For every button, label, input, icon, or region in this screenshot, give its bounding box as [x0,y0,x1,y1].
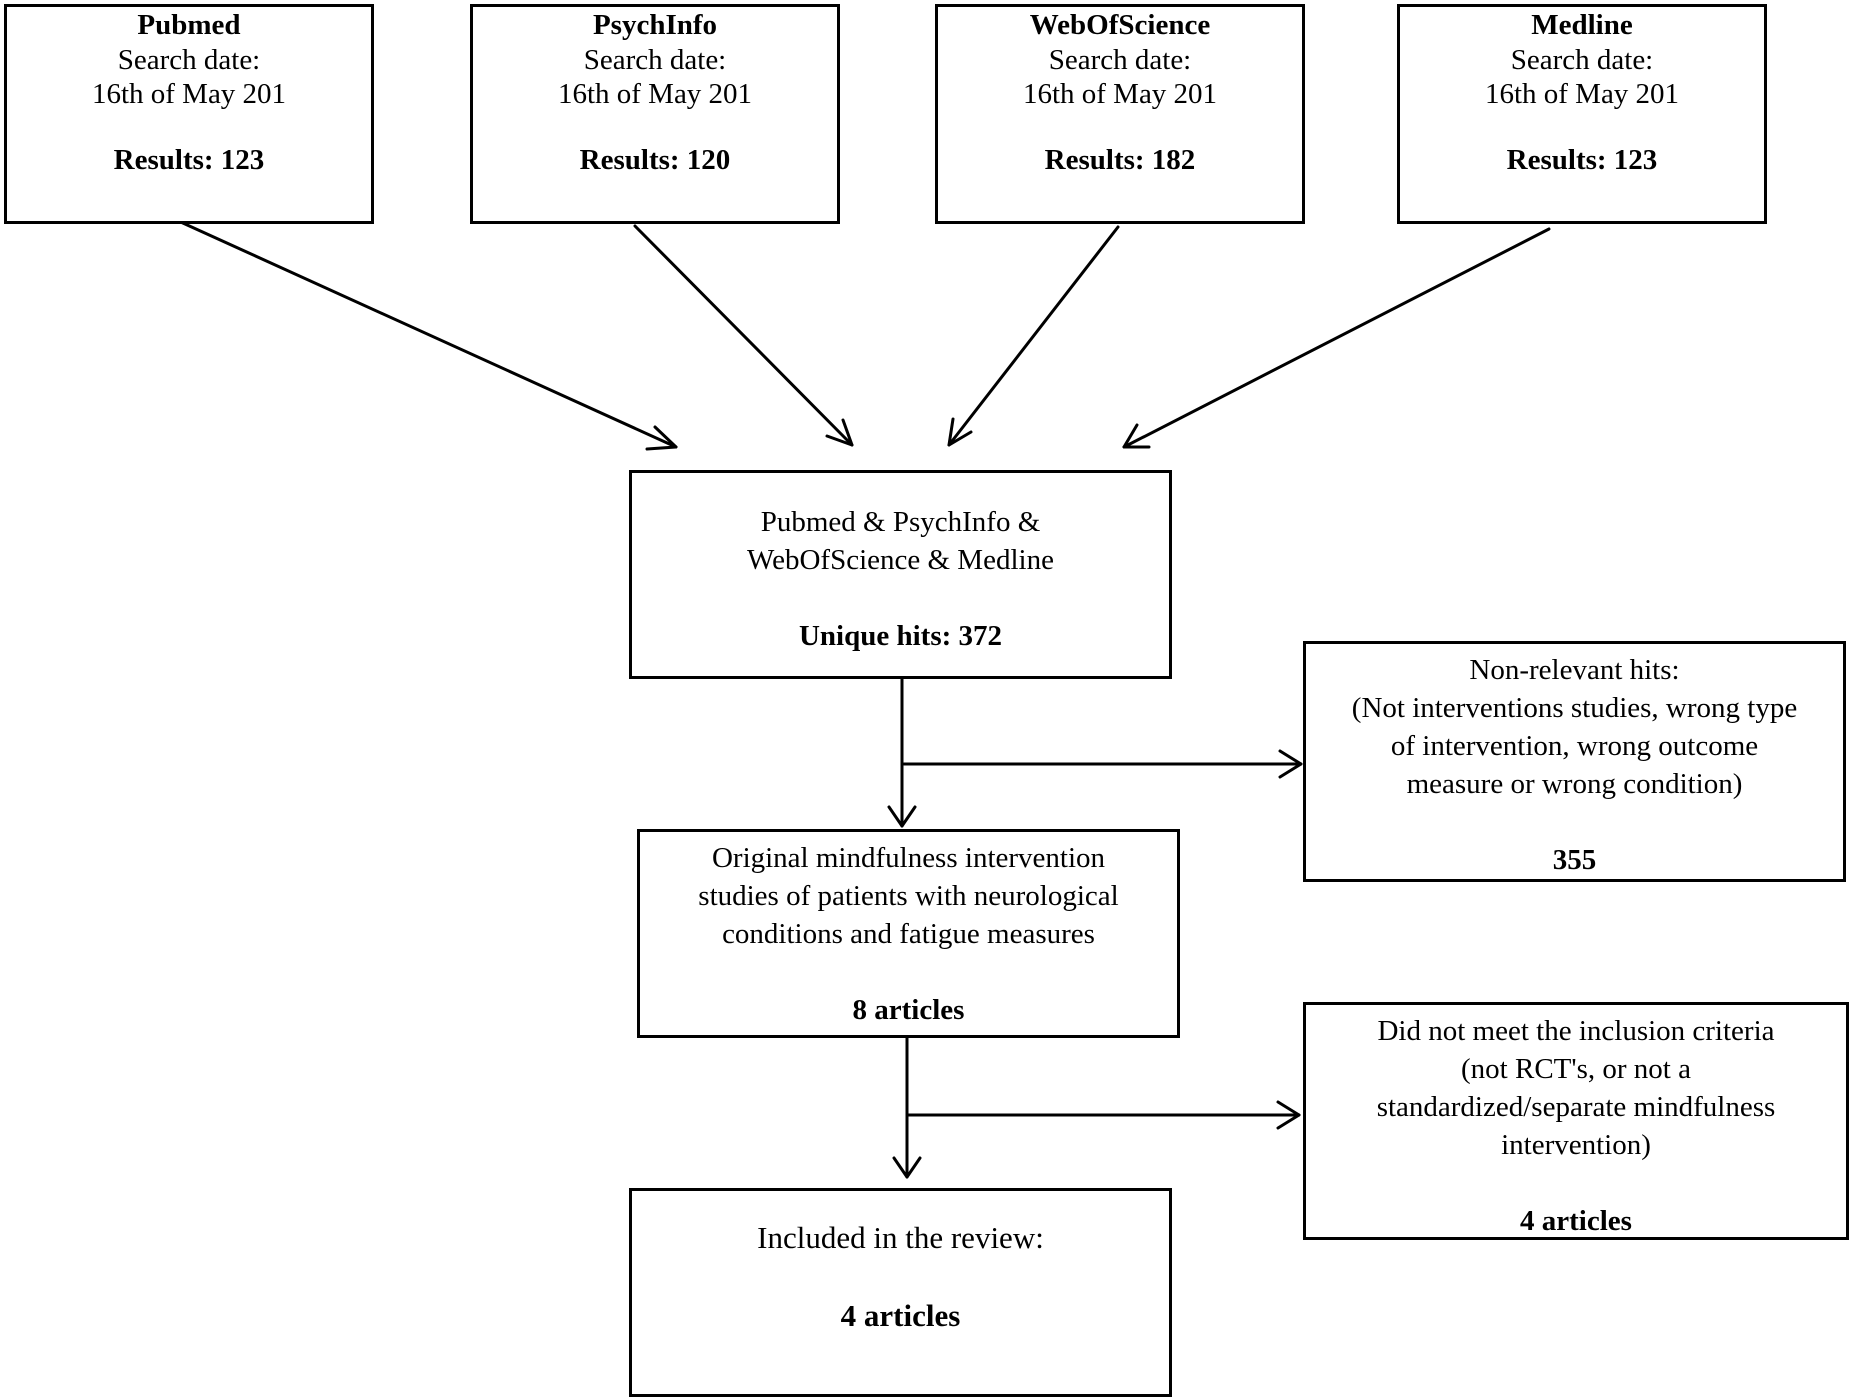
excluded-line-3: standardized/separate mindfulness [1376,1091,1776,1123]
arrow-medline-to-combined [1122,227,1551,449]
combined-results-box: Pubmed & PsychInfo & WebOfScience & Medl… [629,470,1172,679]
database-name: Medline [1531,9,1633,41]
original-count: 8 articles [852,994,965,1026]
search-date-label: Search date: [117,44,261,76]
unique-hits-count: Unique hits: 372 [798,620,1003,652]
excluded-line-2: (not RCT's, or not a [1461,1053,1691,1085]
database-box-webofscience: WebOfScience Search date: 16th of May 20… [935,4,1305,224]
search-date-label: Search date: [1510,44,1654,76]
arrow-psychinfo-to-combined [633,224,854,447]
original-line-2: studies of patients with neurological [698,880,1119,912]
excluded-line-1: Did not meet the inclusion criteria [1377,1015,1775,1047]
original-line-1: Original mindfulness intervention [711,842,1106,874]
search-date: 16th of May 201 [1484,78,1680,110]
search-date-label: Search date: [1048,44,1192,76]
search-date: 16th of May 201 [1022,78,1218,110]
search-date: 16th of May 201 [91,78,287,110]
arrow-pubmed-to-combined [172,217,678,451]
combined-line-1: Pubmed & PsychInfo & [760,506,1041,538]
non-relevant-line-3: of intervention, wrong outcome [1390,730,1759,762]
arrow-webofscience-to-combined [947,225,1120,447]
database-name: Pubmed [137,9,241,41]
arrow-original-to-included [892,1036,922,1179]
arrow-to-excluded [906,1100,1301,1130]
original-studies-box: Original mindfulness intervention studie… [637,829,1180,1038]
combined-line-2: WebOfScience & Medline [747,544,1054,576]
results-count: Results: 120 [579,144,731,176]
database-box-pubmed: Pubmed Search date: 16th of May 201 Resu… [4,4,374,224]
non-relevant-line-1: Non-relevant hits: [1469,654,1680,686]
database-box-medline: Medline Search date: 16th of May 201 Res… [1397,4,1767,224]
results-count: Results: 123 [113,144,265,176]
results-count: Results: 182 [1044,144,1196,176]
database-name: WebOfScience [1029,9,1211,41]
results-count: Results: 123 [1506,144,1658,176]
search-date: 16th of May 201 [557,78,753,110]
original-line-3: conditions and fatigue measures [722,918,1095,950]
included-line-1: Included in the review: [757,1220,1044,1255]
excluded-count: 4 articles [1520,1205,1632,1237]
arrow-to-non-relevant [902,749,1303,779]
arrow-combined-to-original [887,677,917,828]
non-relevant-line-4: measure or wrong condition) [1406,768,1743,800]
excluded-line-4: intervention) [1501,1129,1651,1161]
non-relevant-count: 355 [1552,844,1597,876]
included-box: Included in the review: 4 articles [629,1188,1172,1397]
non-relevant-line-2: (Not interventions studies, wrong type [1351,692,1798,724]
search-date-label: Search date: [583,44,727,76]
non-relevant-box: Non-relevant hits: (Not interventions st… [1303,641,1846,882]
excluded-box: Did not meet the inclusion criteria (not… [1303,1002,1849,1240]
database-box-psychinfo: PsychInfo Search date: 16th of May 201 R… [470,4,840,224]
included-count: 4 articles [840,1298,961,1333]
database-name: PsychInfo [592,9,718,41]
